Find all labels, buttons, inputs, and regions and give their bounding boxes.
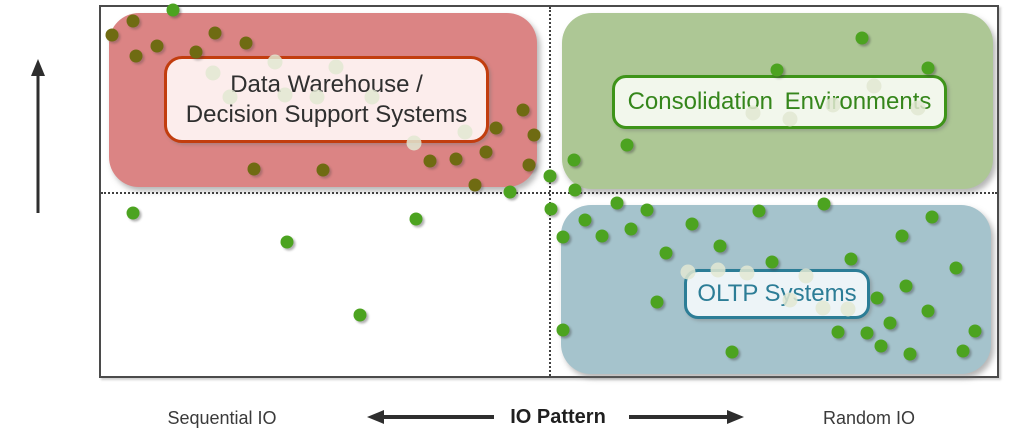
x-axis-title: IO Pattern <box>510 406 606 428</box>
region-dw-label-line2: Decision Support Systems <box>185 100 468 128</box>
x-axis-left-label: Sequential IO <box>167 408 277 428</box>
quadrant-divider-horizontal <box>101 192 997 194</box>
x-axis-right-label: Random IO <box>822 408 916 428</box>
x-axis-arrow-left-icon <box>367 410 494 424</box>
region-dw-label: Data Warehouse / Decision Support System… <box>164 56 489 143</box>
y-axis-arrow-up-icon <box>31 59 45 213</box>
region-dw-label-line1: Data Warehouse / <box>230 70 423 98</box>
region-oltp-label: OLTP Systems <box>684 269 870 319</box>
region-consolidation-label: Consolidation Environments <box>612 75 947 129</box>
x-axis-arrow-right-icon <box>629 410 744 424</box>
quadrant-divider-vertical <box>549 7 551 376</box>
plot-area: Data Warehouse / Decision Support System… <box>99 5 999 378</box>
